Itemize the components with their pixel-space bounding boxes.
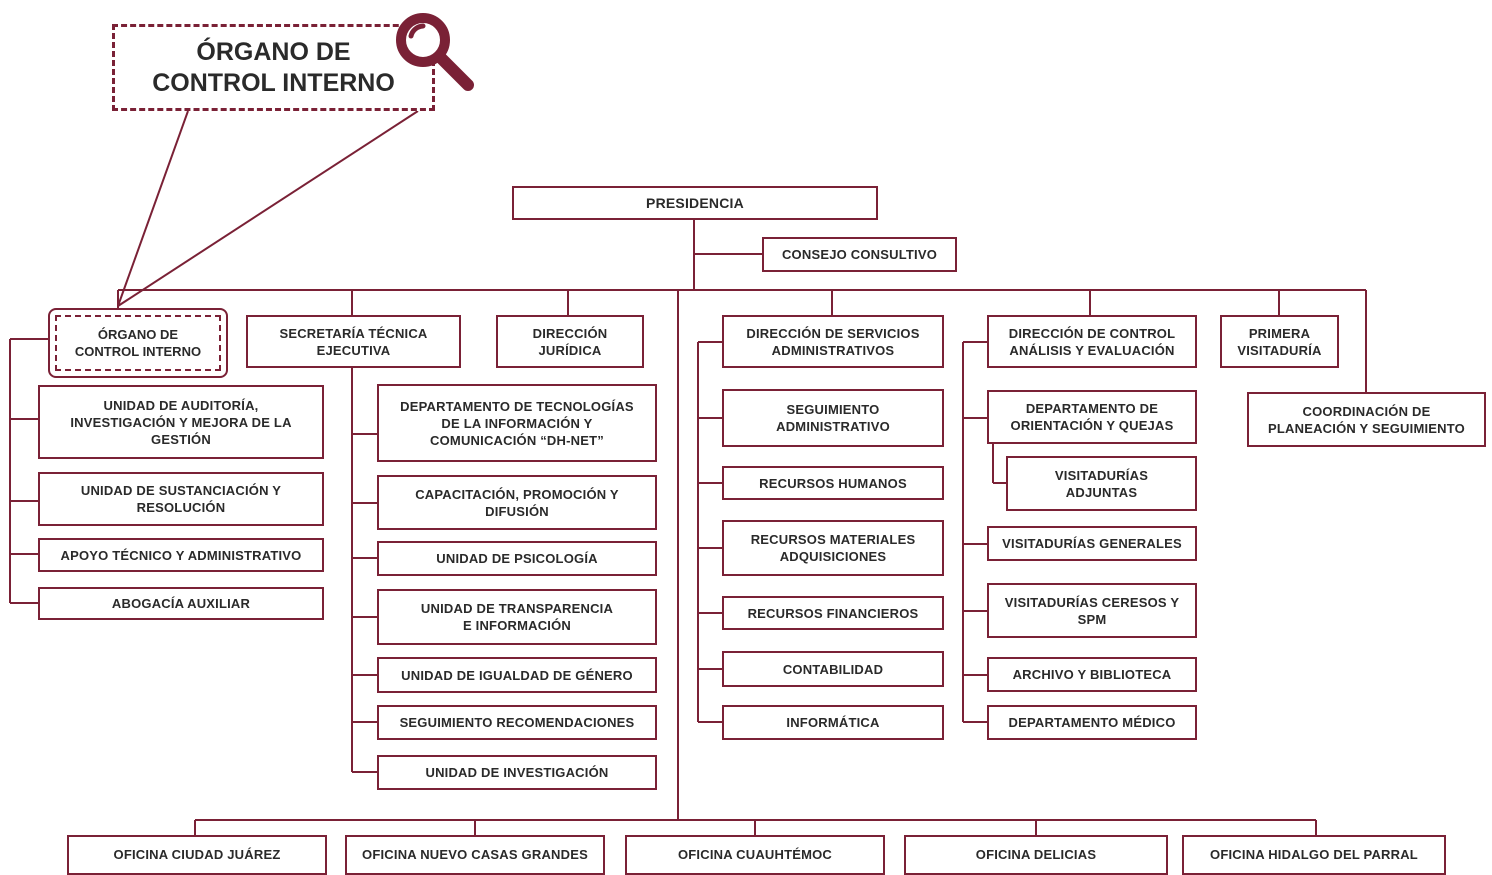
oficina-label: OFICINA CUAUHTÉMOC [677, 847, 833, 862]
secretaria-child-label: UNIDAD DE INVESTIGACIÓN [425, 765, 609, 780]
servicios-child-5: CONTABILIDAD [722, 651, 944, 687]
servicios-child-label: CONTABILIDAD [782, 661, 884, 677]
oficina-label: OFICINA DELICIAS [975, 847, 1097, 862]
oci-child-label: UNIDAD DE AUDITORÍA, INVESTIGACIÓN Y MEJ… [70, 397, 292, 447]
servicios-child-label: RECURSOS FINANCIEROS [747, 605, 919, 621]
servicios-child-label: SEGUIMIENTO ADMINISTRATIVO [776, 402, 890, 434]
consejo-consultivo-box: CONSEJO CONSULTIVO [762, 237, 957, 272]
servicios-child-3: RECURSOS MATERIALES ADQUISICIONES [722, 520, 944, 576]
secretaria-child-5: UNIDAD DE IGUALDAD DE GÉNERO [377, 657, 657, 693]
control-child-1: VISITADURÍAS GENERALES [987, 526, 1197, 561]
oci-child-label: ABOGACÍA AUXILIAR [111, 596, 251, 611]
organo-control-label: ÓRGANO DE CONTROL INTERNO [55, 315, 221, 371]
oficina-box: OFICINA CUAUHTÉMOC [625, 835, 885, 875]
oficina-box: OFICINA DELICIAS [904, 835, 1168, 875]
secretaria-child-label: UNIDAD DE TRANSPARENCIA E INFORMACIÓN [420, 601, 614, 633]
control-child-label: VISITADURÍAS GENERALES [1002, 536, 1182, 551]
secretaria-child-6: SEGUIMIENTO RECOMENDACIONES [377, 705, 657, 740]
servicios-child-label: RECURSOS HUMANOS [759, 475, 907, 491]
consejo-consultivo-label: CONSEJO CONSULTIVO [781, 247, 938, 262]
control-label: DIRECCIÓN DE CONTROL ANÁLISIS Y EVALUACI… [1008, 325, 1176, 358]
orientacion-box: DEPARTAMENTO DE ORIENTACIÓN Y QUEJAS [987, 390, 1197, 444]
magnifier-icon [396, 13, 474, 91]
control-child-4: DEPARTAMENTO MÉDICO [987, 705, 1197, 740]
control-child-label: DEPARTAMENTO MÉDICO [1008, 715, 1176, 730]
oci-child-3: APOYO TÉCNICO Y ADMINISTRATIVO [38, 538, 324, 572]
callout-title: ÓRGANO DE CONTROL INTERNO [152, 37, 395, 97]
coordinacion-label: COORDINACIÓN DE PLANEACIÓN Y SEGUIMIENTO [1268, 403, 1465, 436]
secretaria-child-3: UNIDAD DE PSICOLOGÍA [377, 541, 657, 576]
control-child-3: ARCHIVO Y BIBLIOTECA [987, 657, 1197, 692]
presidencia-box: PRESIDENCIA [512, 186, 878, 220]
orientacion-label: DEPARTAMENTO DE ORIENTACIÓN Y QUEJAS [1010, 401, 1174, 433]
servicios-child-4: RECURSOS FINANCIEROS [722, 596, 944, 630]
secretaria-child-label: CAPACITACIÓN, PROMOCIÓN Y DIFUSIÓN [415, 486, 619, 519]
oci-child-4: ABOGACÍA AUXILIAR [38, 587, 324, 620]
organo-control-box: ÓRGANO DE CONTROL INTERNO [48, 308, 228, 378]
secretaria-child-7: UNIDAD DE INVESTIGACIÓN [377, 755, 657, 790]
oficina-label: OFICINA NUEVO CASAS GRANDES [362, 847, 588, 862]
adjuntas-box: VISITADURÍAS ADJUNTAS [1006, 456, 1197, 511]
secretaria-child-label: SEGUIMIENTO RECOMENDACIONES [399, 715, 635, 730]
oci-child-1: UNIDAD DE AUDITORÍA, INVESTIGACIÓN Y MEJ… [38, 385, 324, 459]
oci-child-label: UNIDAD DE SUSTANCIACIÓN Y RESOLUCIÓN [80, 483, 282, 515]
presidencia-label: PRESIDENCIA [646, 194, 744, 211]
coordinacion-box: COORDINACIÓN DE PLANEACIÓN Y SEGUIMIENTO [1247, 392, 1486, 447]
control-box: DIRECCIÓN DE CONTROL ANÁLISIS Y EVALUACI… [987, 315, 1197, 368]
oficina-box: OFICINA NUEVO CASAS GRANDES [345, 835, 605, 875]
organo-control-callout: ÓRGANO DE CONTROL INTERNO [112, 24, 435, 111]
oficina-box: OFICINA CIUDAD JUÁREZ [67, 835, 327, 875]
servicios-child-1: SEGUIMIENTO ADMINISTRATIVO [722, 389, 944, 447]
primera-box: PRIMERA VISITADURÍA [1220, 315, 1339, 368]
control-child-label: VISITADURÍAS CERESOS Y SPM [1004, 594, 1180, 627]
secretaria-child-label: UNIDAD DE IGUALDAD DE GÉNERO [401, 667, 633, 683]
juridica-box: DIRECCIÓN JURÍDICA [496, 315, 644, 368]
servicios-child-label: INFORMÁTICA [786, 715, 880, 730]
secretaria-child-1: DEPARTAMENTO DE TECNOLOGÍAS DE LA INFORM… [377, 384, 657, 462]
servicios-child-6: INFORMÁTICA [722, 705, 944, 740]
servicios-child-label: RECURSOS MATERIALES ADQUISICIONES [750, 532, 916, 564]
secretaria-child-2: CAPACITACIÓN, PROMOCIÓN Y DIFUSIÓN [377, 475, 657, 530]
oficina-label: OFICINA CIUDAD JUÁREZ [113, 847, 281, 862]
secretaria-child-4: UNIDAD DE TRANSPARENCIA E INFORMACIÓN [377, 589, 657, 645]
secretaria-child-label: UNIDAD DE PSICOLOGÍA [436, 551, 598, 566]
oficina-label: OFICINA HIDALGO DEL PARRAL [1210, 847, 1418, 862]
oficina-box: OFICINA HIDALGO DEL PARRAL [1182, 835, 1446, 875]
secretaria-child-label: DEPARTAMENTO DE TECNOLOGÍAS DE LA INFORM… [400, 398, 634, 448]
control-child-label: ARCHIVO Y BIBLIOTECA [1012, 667, 1172, 682]
primera-label: PRIMERA VISITADURÍA [1237, 325, 1322, 358]
juridica-label: DIRECCIÓN JURÍDICA [532, 325, 608, 358]
oci-child-label: APOYO TÉCNICO Y ADMINISTRATIVO [60, 547, 302, 563]
secretaria-label: SECRETARÍA TÉCNICA EJECUTIVA [279, 325, 428, 358]
control-child-2: VISITADURÍAS CERESOS Y SPM [987, 583, 1197, 638]
oci-child-2: UNIDAD DE SUSTANCIACIÓN Y RESOLUCIÓN [38, 472, 324, 526]
servicios-label: DIRECCIÓN DE SERVICIOS ADMINISTRATIVOS [746, 325, 920, 358]
servicios-box: DIRECCIÓN DE SERVICIOS ADMINISTRATIVOS [722, 315, 944, 368]
servicios-child-2: RECURSOS HUMANOS [722, 466, 944, 500]
adjuntas-label: VISITADURÍAS ADJUNTAS [1054, 467, 1149, 500]
secretaria-box: SECRETARÍA TÉCNICA EJECUTIVA [246, 315, 461, 368]
